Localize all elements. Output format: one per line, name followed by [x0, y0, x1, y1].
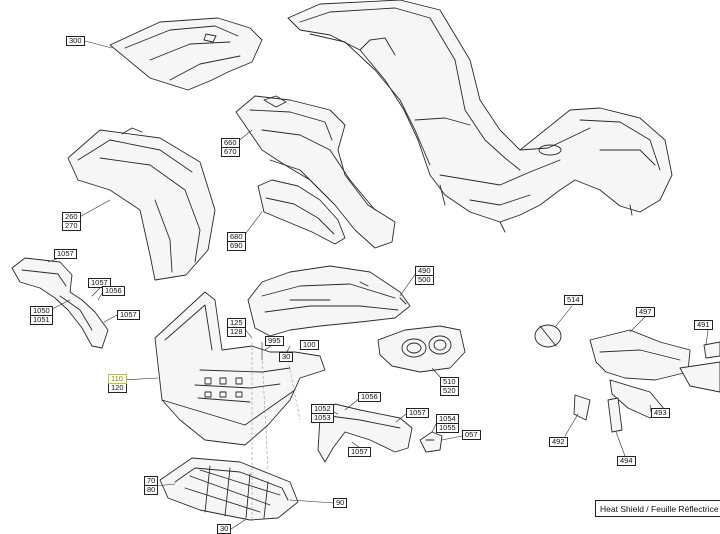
callout-1057b-number: 1057 — [88, 278, 111, 288]
callout-680-number: 680 — [227, 232, 246, 242]
callout-494: 494 — [617, 456, 636, 466]
callout-510-number: 510 — [440, 377, 459, 387]
callout-30a-number: 30 — [279, 352, 294, 362]
callout-120-number: 120 — [108, 384, 127, 393]
callout-995-number: 995 — [265, 336, 284, 346]
callout-1055-number: 1055 — [436, 424, 459, 433]
callout-1057c-number: 1057 — [117, 310, 140, 320]
callout-90-number: 90 — [333, 498, 348, 508]
callout-30a: 30 — [279, 352, 294, 362]
callout-128-number: 128 — [227, 328, 246, 337]
callout-1056b-number: 1056 — [358, 392, 381, 402]
callout-1051-number: 1051 — [30, 316, 53, 325]
callout-1053-number: 1053 — [311, 414, 334, 423]
callout-1057c: 1057 — [117, 310, 140, 320]
part-1050-rail — [11, 257, 109, 349]
callout-520-number: 520 — [440, 387, 459, 396]
callout-494-number: 494 — [617, 456, 636, 466]
callout-057: 057 — [462, 430, 481, 440]
callout-497: 497 — [636, 307, 655, 317]
callout-490-number: 490 — [415, 266, 434, 276]
part-1054-bracket — [419, 431, 443, 453]
part-1052-rail — [317, 403, 413, 463]
callout-660: 660 670 — [221, 138, 240, 157]
callout-100-number: 100 — [300, 340, 319, 350]
callout-1057d-number: 1057 — [406, 408, 429, 418]
callout-1050-number: 1050 — [30, 306, 53, 316]
part-300-panel — [109, 17, 263, 91]
callout-491: 491 — [694, 320, 713, 330]
callout-680: 680 690 — [227, 232, 246, 251]
part-660-panel — [235, 95, 396, 249]
callout-670-number: 670 — [221, 148, 240, 157]
callout-110: 110 120 — [108, 374, 127, 393]
callout-1052-number: 1052 — [311, 404, 334, 414]
callout-260-number: 260 — [62, 212, 81, 222]
part-260-fender — [67, 127, 216, 281]
callout-995: 995 — [265, 336, 284, 346]
callout-1054-number: 1054 — [436, 414, 459, 424]
callout-100: 100 — [300, 340, 319, 350]
callout-514-number: 514 — [564, 295, 583, 305]
part-514-disc — [534, 324, 562, 348]
callout-110-number: 110 — [108, 374, 127, 384]
callout-510: 510 520 — [440, 377, 459, 396]
heat-shield-label: Heat Shield / Feuille Réflectrice — [595, 500, 720, 517]
callout-300-number: 300 — [66, 36, 85, 46]
callout-125: 125 128 — [227, 318, 246, 337]
callout-1056: 1056 — [102, 286, 125, 296]
callout-70-number: 70 — [144, 476, 159, 486]
callout-80-number: 80 — [144, 486, 159, 495]
callout-1054: 1054 1055 — [436, 414, 459, 433]
callout-270-number: 270 — [62, 222, 81, 231]
callout-492-number: 492 — [549, 437, 568, 447]
callout-497-number: 497 — [636, 307, 655, 317]
callout-492: 492 — [549, 437, 568, 447]
callout-493-number: 493 — [651, 408, 670, 418]
callout-491-number: 491 — [694, 320, 713, 330]
callout-90: 90 — [333, 498, 348, 508]
callout-1057d: 1057 — [406, 408, 429, 418]
callout-125-number: 125 — [227, 318, 246, 328]
main-frame — [287, 0, 673, 233]
callout-300: 300 — [66, 36, 85, 46]
callout-514: 514 — [564, 295, 583, 305]
callout-1057e-number: 1057 — [348, 447, 371, 457]
callout-500-number: 500 — [415, 276, 434, 285]
part-680-panel — [257, 179, 346, 245]
callout-70: 70 80 — [144, 476, 159, 495]
callout-1057a: 1057 — [54, 249, 77, 259]
part-510-lights — [377, 325, 466, 373]
part-490-floor — [247, 265, 411, 337]
callout-1057a-number: 1057 — [54, 249, 77, 259]
callout-1056-number: 1056 — [102, 286, 125, 296]
callout-1057e: 1057 — [348, 447, 371, 457]
part-110-footwell — [154, 291, 326, 446]
callout-493: 493 — [651, 408, 670, 418]
callout-260: 260 270 — [62, 212, 81, 231]
callout-1050: 1050 1051 — [30, 306, 53, 325]
callout-057-number: 057 — [462, 430, 481, 440]
callout-660-number: 660 — [221, 138, 240, 148]
part-497-heatshield — [573, 329, 720, 433]
callout-490: 490 500 — [415, 266, 434, 285]
callout-690-number: 690 — [227, 242, 246, 251]
callout-1056b: 1056 — [358, 392, 381, 402]
callout-1057b: 1057 — [88, 278, 111, 288]
callout-1052: 1052 1053 — [311, 404, 334, 423]
part-70-grid — [159, 457, 299, 521]
